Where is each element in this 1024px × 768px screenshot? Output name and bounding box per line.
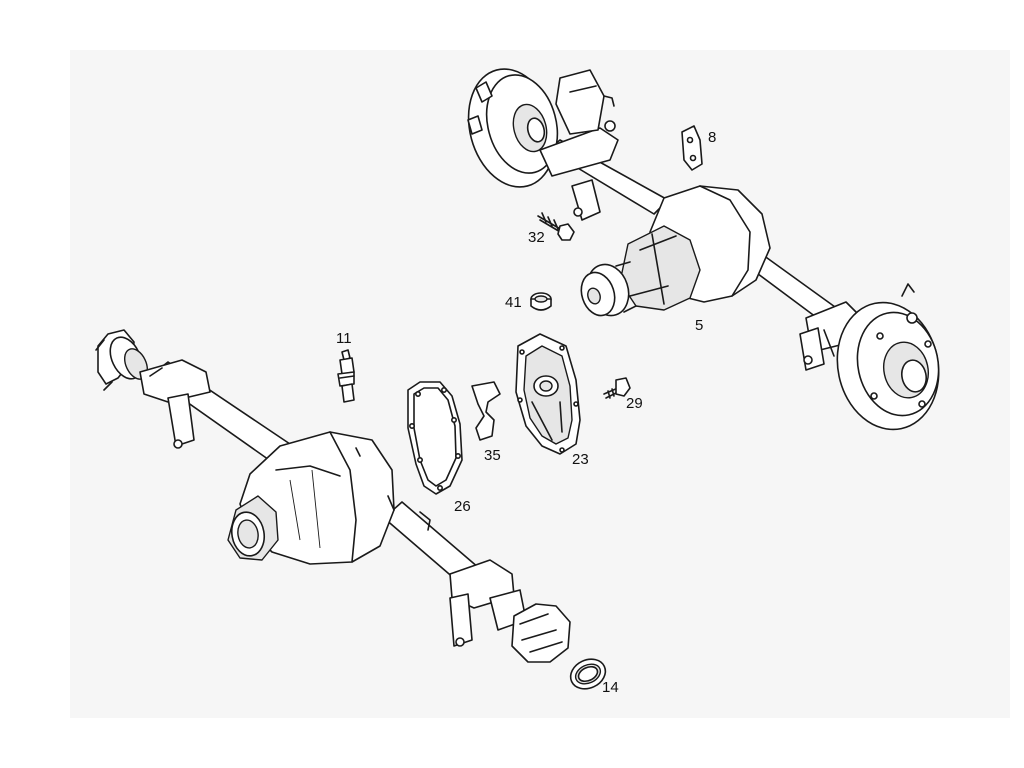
upper-differential-housing — [580, 185, 771, 317]
callout-8: 8 — [708, 129, 716, 146]
callout-labels: 8 32 41 5 11 35 23 29 26 14 — [336, 129, 716, 696]
lower-axle-housing — [95, 329, 571, 663]
callout-5: 5 — [695, 317, 703, 334]
part-26-gasket — [407, 381, 463, 495]
lower-left-spring-seat — [139, 359, 211, 449]
part-41-plug — [530, 292, 552, 311]
upper-right-brake-drum — [836, 283, 940, 431]
upper-left-spring-bracket — [539, 69, 619, 221]
callout-41: 41 — [505, 294, 522, 311]
part-32-bolt — [537, 212, 575, 241]
part-29-screw — [603, 377, 631, 399]
callout-11: 11 — [336, 330, 352, 347]
upper-left-brake-drum — [467, 68, 559, 188]
callout-14: 14 — [602, 679, 619, 696]
callout-23: 23 — [572, 451, 589, 468]
lower-left-flange — [95, 329, 149, 391]
callout-32: 32 — [528, 229, 545, 246]
part-14-seal-ring — [569, 658, 607, 690]
part-11-breather — [337, 349, 355, 403]
lower-right-flange — [511, 603, 571, 663]
lower-right-spring-seat — [419, 511, 527, 647]
callout-29: 29 — [626, 395, 643, 412]
callout-35: 35 — [484, 447, 501, 464]
lower-differential-housing — [227, 431, 395, 565]
part-8-plate — [681, 125, 703, 171]
upper-axle-assembly — [467, 68, 940, 431]
callout-26: 26 — [454, 498, 471, 515]
part-35-shim — [471, 381, 501, 441]
part-23-cover — [515, 333, 581, 455]
